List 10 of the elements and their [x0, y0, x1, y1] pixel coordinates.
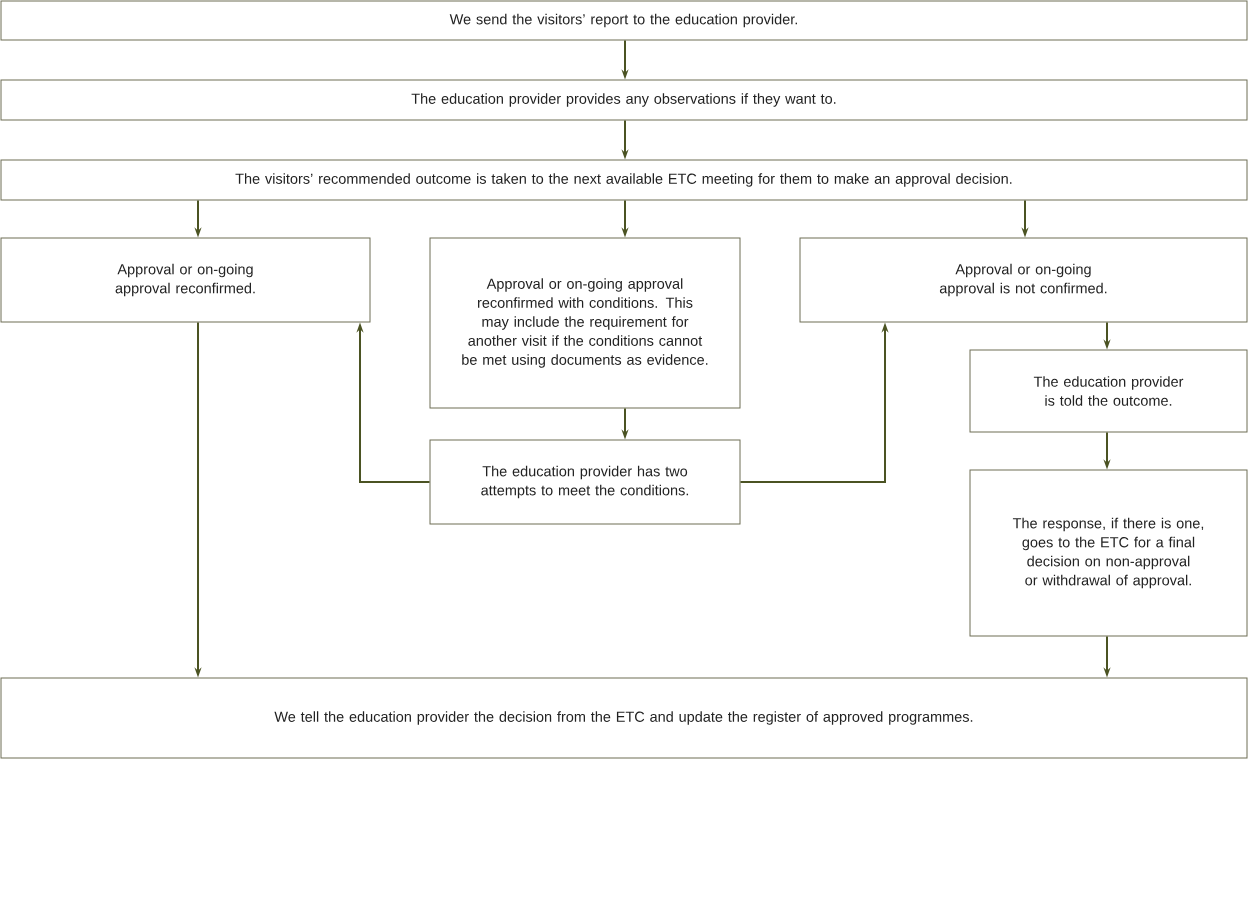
process-box: We send the visitors’ report to the education provider. [0, 0, 1248, 41]
process-box: The education provider provides any observations if they want to. [0, 79, 1248, 121]
process-box: Approval or on-going approval reconfirmed with conditions. This may include the requirement for another visit if the conditions cannot be met using documents as evidence. [429, 237, 741, 409]
process-box: The response, if there is one, goes to the ETC for a final decision on non-approval or withdrawal of approval. [969, 469, 1248, 637]
process-box: We tell the education provider the decision from the ETC and update the register of approved programmes. [0, 677, 1248, 759]
process-box: Approval or on-going approval is not confirmed. [799, 237, 1248, 323]
process-box: The education provider is told the outcome. [969, 349, 1248, 433]
process-box: The visitors’ recommended outcome is taken to the next available ETC meeting for them to make an approval decision. [0, 159, 1248, 201]
process-box: The education provider has two attempts to meet the conditions. [429, 439, 741, 525]
process-box: Approval or on-going approval reconfirmed. [0, 237, 371, 323]
